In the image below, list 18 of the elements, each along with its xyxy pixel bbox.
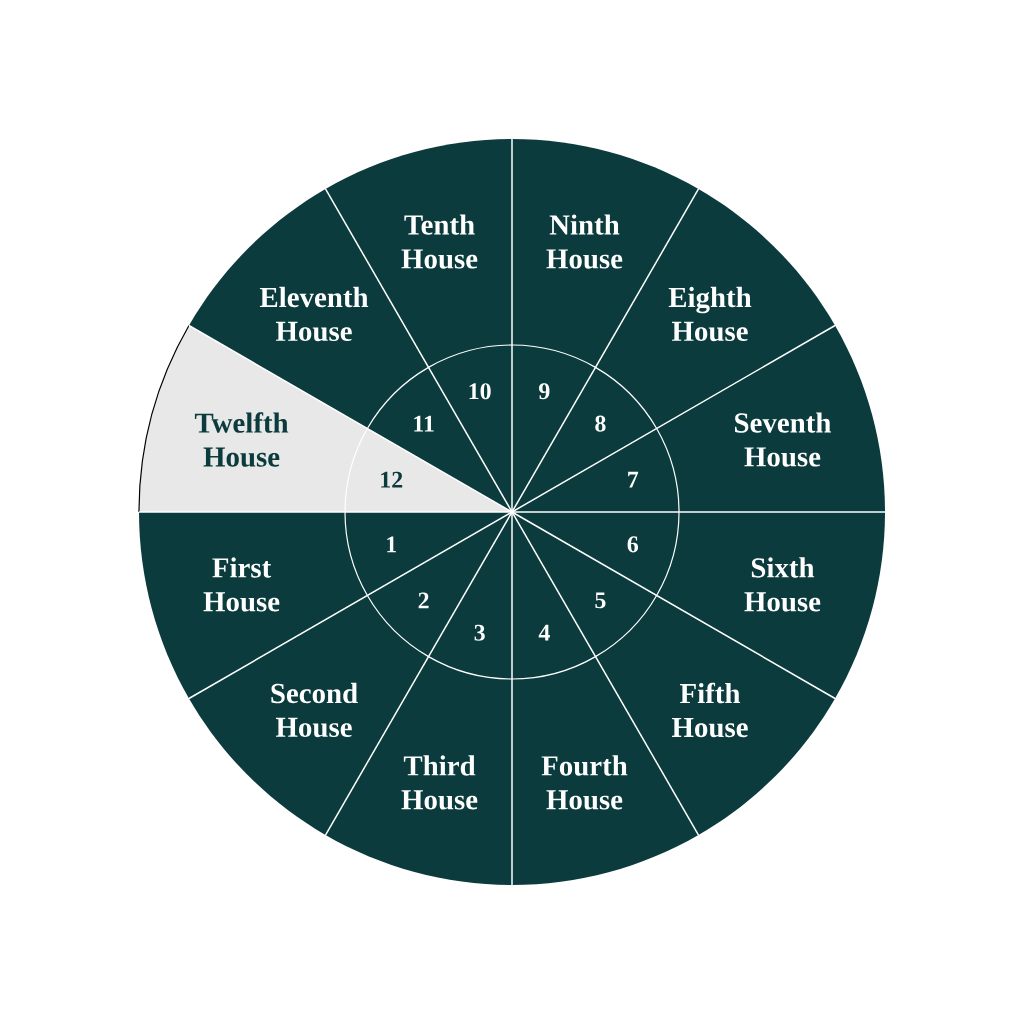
node-label: 7: [628, 471, 639, 488]
node-label: 11: [414, 415, 434, 432]
node-label: Seventh House: [735, 412, 831, 467]
node-label: 9: [539, 383, 550, 400]
node-label: Third House: [401, 755, 478, 810]
node-label: Tenth House: [401, 214, 478, 269]
node-label: 4: [538, 624, 550, 641]
node-label: 10: [469, 383, 491, 400]
node-label: 2: [418, 592, 429, 609]
node-label: First House: [203, 557, 280, 612]
node-label: 5: [595, 592, 606, 609]
node-label: 3: [474, 624, 485, 641]
node-label: 1: [387, 536, 396, 553]
node-label: 8: [595, 415, 606, 432]
node-label: 6: [627, 536, 639, 553]
node-label: Ninth House: [546, 214, 623, 269]
node-label: Sixth House: [744, 557, 821, 612]
node-label: Fourth House: [541, 755, 628, 810]
